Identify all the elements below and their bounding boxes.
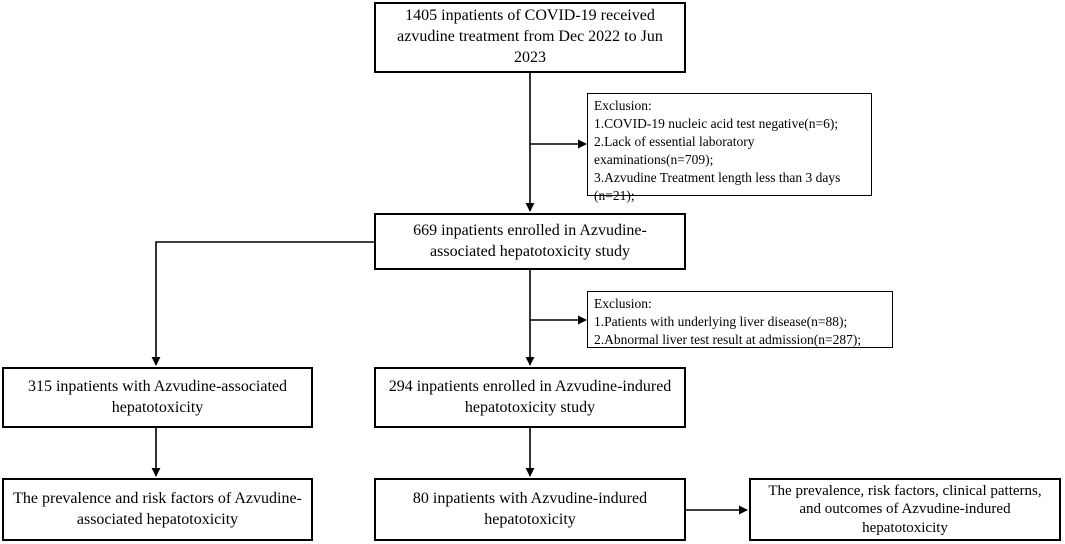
arrow-enrolled-to-associated (151, 241, 374, 366)
node-associated: 315 inpatients with Azvudine-associated … (2, 367, 313, 428)
exclusion1-item: 1.COVID-19 nucleic acid test negative(n=… (594, 115, 839, 131)
node-indured-study: 294 inpatients enrolled in Azvudine-indu… (374, 367, 686, 428)
node-enrolled-line: 669 inpatients enrolled in Azvudine- (413, 221, 647, 239)
exclusion1-item: 2.Lack of essential laboratory (594, 133, 755, 149)
node-start-line: 2023 (514, 48, 546, 66)
exclusion2-item: 1.Patients with underlying liver disease… (594, 313, 848, 329)
node-outcome-indured-line: and outcomes of Azvudine-indured (799, 501, 1011, 518)
exclusion1-item: examinations(n=709); (594, 151, 714, 167)
node-outcome-indured-line: hepatotoxicity (862, 519, 948, 536)
exclusion2-item: 2.Abnormal liver test result at admissio… (594, 331, 862, 347)
node-associated-line: 315 inpatients with Azvudine-associated (27, 377, 288, 395)
exclusion2-title: Exclusion: (594, 296, 652, 311)
node-indured-study-line: 294 inpatients enrolled in Azvudine-indu… (388, 377, 672, 395)
exclusion1-item: (n=21); (594, 187, 635, 203)
node-indured-study-line: hepatotoxicity study (464, 398, 596, 416)
node-outcome-indured-line: The prevalence, risk factors, clinical p… (768, 483, 1042, 500)
node-exclusion2: Exclusion: 1.Patients with underlying li… (587, 291, 893, 348)
node-exclusion1: Exclusion: 1.COVID-19 nucleic acid test … (587, 93, 872, 203)
node-indured-line: 80 inpatients with Azvudine-indured (412, 489, 648, 507)
node-outcome-associated-line: associated hepatotoxicity (76, 510, 239, 528)
node-indured-line: hepatotoxicity (484, 510, 576, 528)
node-start-line: azvudine treatment from Dec 2022 to Jun (397, 28, 663, 46)
exclusion1-item: 3.Azvudine Treatment length less than 3 … (594, 169, 841, 185)
node-enrolled-line: associated hepatotoxicity study (430, 242, 630, 260)
node-outcome-indured: The prevalence, risk factors, clinical p… (749, 478, 1061, 541)
node-enrolled: 669 inpatients enrolled in Azvudine- ass… (374, 213, 686, 270)
node-start-line: 1405 inpatients of COVID-19 received (405, 7, 655, 25)
node-indured: 80 inpatients with Azvudine-indured hepa… (374, 478, 686, 541)
exclusion1-title: Exclusion: (594, 98, 652, 113)
node-associated-line: hepatotoxicity (111, 398, 204, 416)
node-start: 1405 inpatients of COVID-19 received azv… (374, 2, 686, 73)
node-outcome-associated-line: The prevalence and risk factors of Azvud… (13, 489, 302, 507)
node-outcome-associated: The prevalence and risk factors of Azvud… (2, 478, 313, 541)
